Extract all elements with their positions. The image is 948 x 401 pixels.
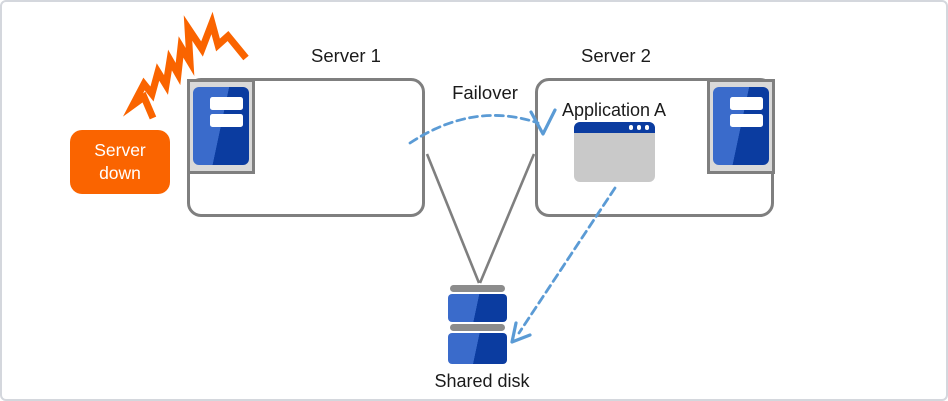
- disk-platter-icon: [448, 333, 507, 364]
- window-dot-icon: [628, 125, 633, 130]
- shared-disk-label: Shared disk: [434, 371, 530, 391]
- disk-cap-icon: [450, 285, 505, 292]
- failover-arrow: [408, 114, 540, 145]
- server-unit-icon: [713, 87, 769, 165]
- application-label: Application A: [561, 100, 667, 120]
- server1-disk-line: [425, 153, 481, 284]
- server-down-badge: Server down: [70, 130, 170, 194]
- server-unit-icon: [193, 87, 249, 165]
- server-slot-icon: [730, 97, 763, 110]
- server-slot-icon: [210, 114, 243, 127]
- server1-tower-icon: [187, 79, 255, 174]
- server-down-line1: Server: [94, 140, 146, 161]
- server-slot-icon: [210, 97, 243, 110]
- window-dot-icon: [636, 125, 641, 130]
- window-dot-icon: [644, 125, 649, 130]
- server2-label: Server 2: [581, 45, 651, 66]
- server-slot-icon: [730, 114, 763, 127]
- server2-disk-line: [478, 153, 536, 284]
- failover-label: Failover: [452, 82, 518, 103]
- disk-platter-icon: [448, 294, 507, 322]
- server2-tower-icon: [707, 79, 775, 174]
- app-to-disk-arrowhead-icon: [510, 321, 532, 344]
- window-titlebar: [574, 122, 655, 133]
- server-down-line2: down: [99, 163, 141, 183]
- application-window-icon: [574, 122, 655, 182]
- server1-label: Server 1: [311, 45, 381, 66]
- disk-cap-icon: [450, 324, 505, 331]
